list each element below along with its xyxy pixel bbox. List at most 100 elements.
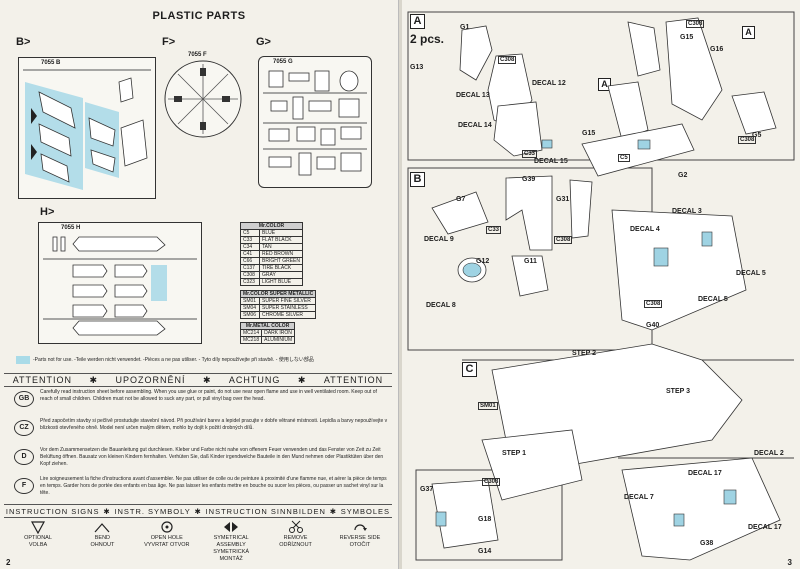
page-number: 2	[6, 558, 11, 567]
label-step1: STEP 1	[502, 450, 526, 457]
paint-code: C308	[738, 136, 757, 144]
label-decal8: DECAL 8	[426, 302, 456, 309]
language-badge: F	[14, 478, 34, 494]
label-g18: G18	[478, 516, 492, 523]
warning-text: Vor dem Zusammensetzen die Bauanleitung …	[40, 447, 384, 467]
paint-code: C33	[522, 150, 538, 158]
language-badge: D	[14, 449, 34, 465]
sprue-g-drawing	[263, 70, 367, 176]
label-decal5-a: DECAL 5	[736, 270, 766, 277]
table-header: Mr.COLOR SUPER METALLIC	[239, 290, 317, 298]
label-g1: G1	[460, 24, 470, 31]
language-badge: GB	[14, 391, 34, 407]
label-g40: G40	[646, 322, 660, 329]
label-g39: G39	[522, 176, 536, 183]
sprue-f-drawing	[164, 60, 242, 138]
label-g38: G38	[700, 540, 714, 547]
warning-f: F Lire soigneusement la fiche d'instruct…	[14, 476, 388, 504]
paint-code: C308	[644, 300, 663, 308]
ref-a-marker-2: A	[598, 78, 611, 91]
paint-code: C5	[618, 154, 630, 162]
bend-icon	[94, 523, 110, 533]
sprue-f-code: 7055 F	[188, 52, 207, 58]
symmetry-icon	[224, 522, 239, 532]
sprue-b-frame: 7055 B	[18, 57, 156, 199]
paint-code: C33	[486, 226, 502, 234]
label-decal5-b: DECAL 5	[698, 296, 728, 303]
paint-code: C308	[686, 20, 705, 28]
quantity-label: 2 pcs.	[410, 32, 445, 46]
warning-text: Lire soigneusement la fiche d'instructio…	[40, 476, 387, 496]
warning-text: Před započetím stavby si pečlivě prostud…	[40, 418, 388, 431]
sprue-h-code: 7055 H	[61, 225, 81, 231]
frame-f-label: F>	[162, 36, 176, 48]
warning-text: Carefully read instruction sheet before …	[40, 389, 377, 402]
label-g31: G31	[556, 196, 570, 203]
paint-code: C308	[554, 236, 573, 244]
label-g13: G13	[410, 64, 424, 71]
label-g15-top: G15	[680, 34, 694, 41]
optional-icon	[30, 521, 46, 534]
instruction-signs-band: INSTRUCTION SIGNS ✱ INSTR. SYMBOLY ✱ INS…	[4, 504, 392, 518]
warning-cz: CZ Před započetím stavby si pečlivě pros…	[14, 418, 388, 446]
label-g12: G12	[476, 258, 490, 265]
label-decal15: DECAL 15	[534, 158, 568, 165]
paint-code: C308	[482, 478, 501, 486]
label-decal17-b: DECAL 17	[748, 524, 782, 531]
sprue-g-code: 7055 G	[273, 59, 293, 65]
label-decal12: DECAL 12	[532, 80, 566, 87]
label-g2: G2	[678, 172, 688, 179]
label-g7: G7	[456, 196, 466, 203]
label-decal17-a: DECAL 17	[688, 470, 722, 477]
attention-band: ATTENTION ✱ UPOZORNĚNÍ ✱ ACHTUNG ✱ ATTEN…	[4, 373, 392, 387]
section-a-marker: A	[410, 14, 425, 29]
table-header: Mr.METAL COLOR	[239, 322, 296, 330]
right-page: A 2 pcs. B C B A A	[402, 0, 800, 569]
label-g11: G11	[524, 258, 537, 265]
label-g16: G16	[710, 46, 724, 53]
label-decal14: DECAL 14	[458, 122, 492, 129]
left-page: PLASTIC PARTS B> F> G> H> 7055 B	[0, 0, 399, 569]
table-header: Mr.COLOR	[240, 222, 303, 230]
section-c-marker: C	[462, 362, 477, 377]
drill-hole-icon	[161, 521, 173, 533]
sprue-b-drawing	[23, 69, 151, 190]
unused-parts-legend: -Parts not for use. -Teile werden nicht …	[16, 354, 388, 366]
frame-g-label: G>	[256, 36, 271, 48]
legend-text: -Parts not for use. -Teile werden nicht …	[33, 357, 314, 363]
section-b-marker: B	[410, 172, 425, 187]
label-decal9: DECAL 9	[424, 236, 454, 243]
label-g14: G14	[478, 548, 492, 555]
page-title: PLASTIC PARTS	[152, 10, 246, 22]
sprue-h-frame: 7055 H	[38, 222, 202, 344]
sprue-g-frame: 7055 G	[258, 56, 372, 188]
sprue-b-code: 7055 B	[41, 60, 61, 66]
label-decal2: DECAL 2	[754, 450, 784, 457]
label-g5: G5	[752, 132, 762, 139]
ref-a-marker-1: A	[742, 26, 755, 39]
warning-gb: GB Carefully read instruction sheet befo…	[14, 389, 388, 417]
paint-code: C308	[498, 56, 517, 64]
label-decal13: DECAL 13	[456, 92, 490, 99]
reverse-arrow-icon	[354, 524, 367, 531]
page-number: 3	[787, 558, 792, 567]
